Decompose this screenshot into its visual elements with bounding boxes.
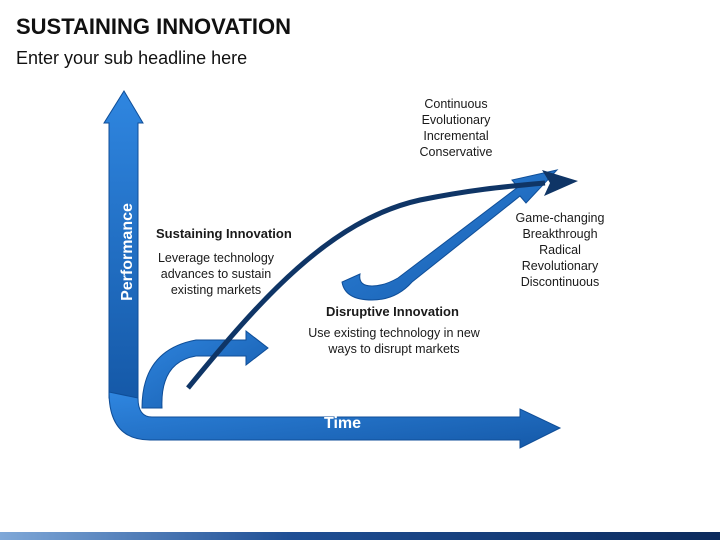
sustaining-description: Leverage technology advances to sustain … [150,250,282,298]
x-axis-label: Time [324,415,362,432]
list-item: Breakthrough [522,227,598,241]
disruptive-description: Use existing technology in new ways to d… [296,325,492,357]
x-axis-arrow [108,391,562,449]
disruptive-j-arrow [341,169,559,301]
list-item: Incremental [423,129,489,143]
description-line: Use existing technology in new [308,326,480,340]
description-line: advances to sustain [160,267,272,281]
list-item: Evolutionary [421,113,491,127]
description-line: ways to disrupt markets [328,342,460,356]
description-line: existing markets [170,283,262,297]
list-item: Discontinuous [520,275,600,289]
description-line: Leverage technology [157,251,275,265]
sustaining-heading: Sustaining Innovation [156,226,292,241]
list-item: Conservative [419,145,493,159]
sustaining-curve-arrow [141,329,269,409]
page-subtitle: Enter your sub headline here [16,48,248,68]
top-right-list: Continuous Evolutionary Incremental Cons… [400,96,512,160]
y-axis-label: Performance [119,203,136,301]
list-item: Continuous [424,97,488,111]
list-item: Game-changing [515,211,605,225]
disruptive-heading: Disruptive Innovation [326,304,459,319]
right-list: Game-changing Breakthrough Radical Revol… [505,210,615,290]
list-item: Radical [539,243,581,257]
bottom-accent-bar [0,532,720,540]
sustaining-trajectory-line [186,170,578,390]
list-item: Revolutionary [521,259,599,273]
page-title: SUSTAINING INNOVATION [16,14,291,39]
